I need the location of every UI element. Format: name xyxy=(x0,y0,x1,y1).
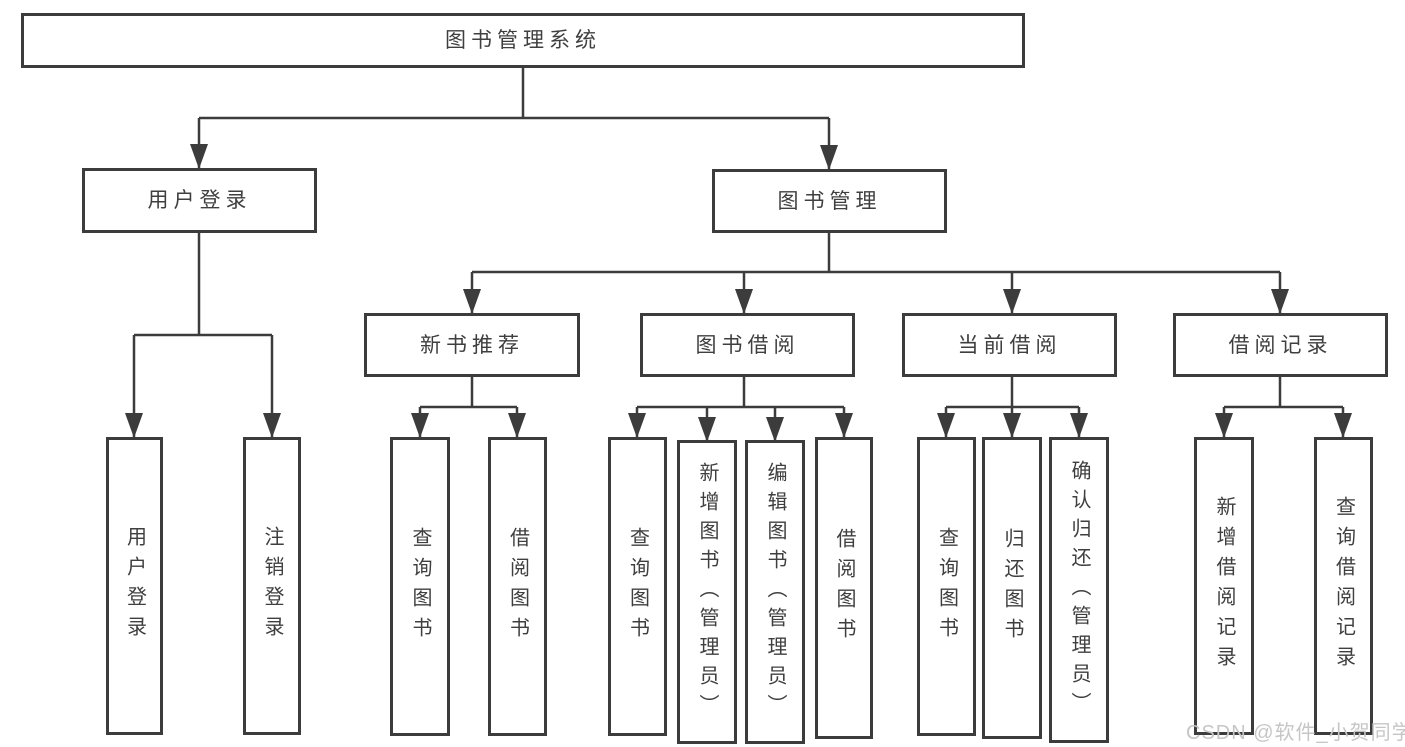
node-label: 借阅记录 xyxy=(1228,333,1333,357)
node-label: 注销登录 xyxy=(261,526,283,646)
leaf-logout: 注销登录 xyxy=(243,437,301,735)
node-label: 查询图书 xyxy=(626,526,649,647)
csdn-watermark: CSDN @软件_小贺同学 xyxy=(1186,722,1405,744)
node-label: 新书推荐 xyxy=(420,333,524,357)
node-label: 查询借阅记录 xyxy=(1332,496,1355,676)
node-borrow-records: 借阅记录 xyxy=(1173,313,1388,377)
node-label: 图书管理 xyxy=(777,189,882,213)
leaf-return-books: 归还图书 xyxy=(982,437,1042,739)
leaf-add-borrow-record: 新增借阅记录 xyxy=(1194,437,1254,735)
leaf-edit-books-admin: 编辑图书（管理员） xyxy=(745,440,805,744)
leaf-query-books-current: 查询图书 xyxy=(917,437,976,736)
node-label: 归还图书 xyxy=(1001,528,1023,648)
edge-book-borrow xyxy=(637,377,844,409)
node-label: 用户登录 xyxy=(123,526,146,646)
edge-current-borrow xyxy=(946,377,1079,409)
edge-book-management xyxy=(472,233,1280,274)
leaf-query-books-recommend: 查询图书 xyxy=(390,437,450,736)
node-label: 借阅图书 xyxy=(506,526,529,647)
node-current-borrow: 当前借阅 xyxy=(902,313,1117,377)
leaf-borrow-books: 借阅图书 xyxy=(815,437,873,739)
node-label: 编辑图书（管理员） xyxy=(764,461,786,723)
edge-user-login xyxy=(134,233,272,337)
leaf-query-borrow-record: 查询借阅记录 xyxy=(1314,437,1373,735)
node-new-book-recommend: 新书推荐 xyxy=(364,313,580,377)
node-label: 查询图书 xyxy=(409,526,431,647)
leaf-user-login: 用户登录 xyxy=(106,437,163,735)
leaf-query-books-borrow: 查询图书 xyxy=(608,437,667,736)
edge-new-book xyxy=(420,377,517,409)
node-label: 用户登录 xyxy=(147,189,252,212)
node-label: 当前借阅 xyxy=(957,333,1062,357)
node-library-system: 图书管理系统 xyxy=(21,13,1025,68)
leaf-borrow-books-recommend: 借阅图书 xyxy=(488,437,547,736)
node-user-login: 用户登录 xyxy=(82,168,317,233)
node-book-borrow: 图书借阅 xyxy=(640,313,855,377)
node-label: 图书借阅 xyxy=(695,333,800,357)
node-label: 查询图书 xyxy=(935,526,958,647)
edge-root xyxy=(199,68,829,120)
node-book-management: 图书管理 xyxy=(712,169,947,233)
node-label: 图书管理系统 xyxy=(445,29,601,52)
node-label: 新增借阅记录 xyxy=(1213,496,1235,676)
leaf-confirm-return-admin: 确认归还（管理员） xyxy=(1049,437,1109,743)
node-label: 借阅图书 xyxy=(833,528,855,648)
leaf-add-books-admin: 新增图书（管理员） xyxy=(677,440,737,744)
node-label: 确认归还（管理员） xyxy=(1068,459,1090,721)
node-label: 新增图书（管理员） xyxy=(696,461,718,723)
edge-borrow-records xyxy=(1224,377,1343,409)
